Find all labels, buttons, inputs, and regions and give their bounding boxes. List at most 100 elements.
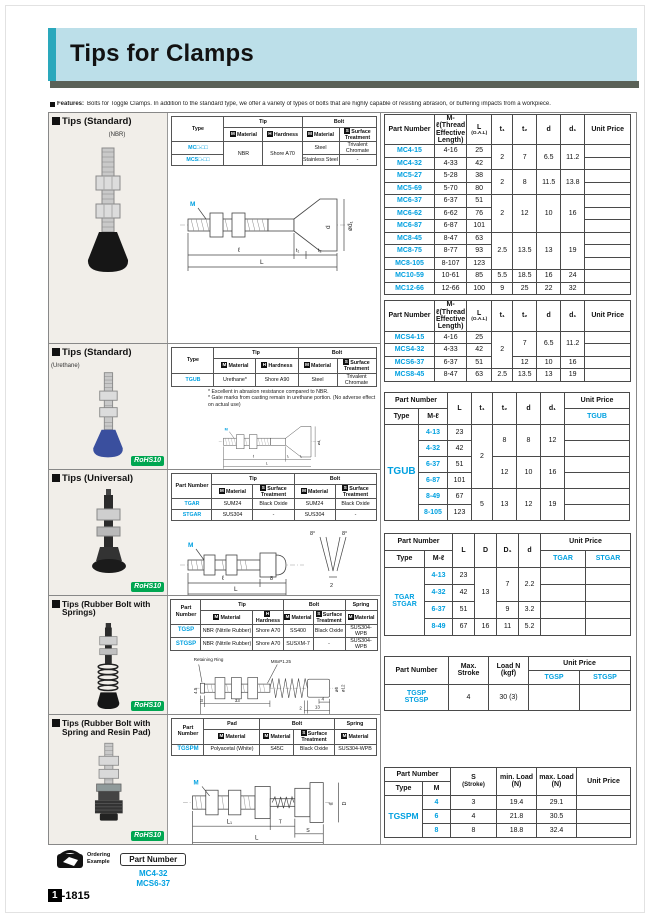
part-number-cell[interactable]: 6-37: [424, 600, 453, 619]
part-number-cell[interactable]: MC6-87: [384, 219, 435, 233]
dim-cell: 23: [452, 566, 475, 585]
part-number-cell[interactable]: 4-32: [424, 583, 453, 602]
part-number-cell[interactable]: MC5-69: [384, 181, 435, 196]
header-cell[interactable]: TGAR: [540, 549, 586, 568]
part-number-cell[interactable]: 4: [422, 794, 451, 810]
surface-icon: S: [343, 359, 350, 366]
type-cell[interactable]: TGUB: [384, 423, 419, 521]
dim-label: D: [342, 801, 348, 805]
part-number-cell[interactable]: 6-37: [418, 455, 448, 473]
page-number-volume: 1: [48, 889, 62, 902]
part-number-cell[interactable]: MCS6-37: [384, 355, 435, 370]
unit-price-cell: [564, 487, 630, 505]
part-number-cell[interactable]: 4-13: [424, 566, 453, 585]
part-number-cell[interactable]: MCS4-15: [384, 330, 435, 345]
type-cell[interactable]: STGAR: [171, 509, 213, 522]
type-cell[interactable]: TGSPM: [171, 743, 205, 756]
part-number-cell[interactable]: MC8-75: [384, 244, 435, 258]
spec-cell: Trivalent Chromate: [338, 141, 377, 156]
part-number-cell[interactable]: 6: [422, 808, 451, 824]
part-number-cell[interactable]: MC6-62: [384, 206, 435, 221]
unit-price-cell: [540, 583, 586, 602]
dim-cell: 5.2: [518, 617, 541, 636]
dim-cell: 3.2: [518, 600, 541, 619]
dim-cell: 9: [496, 600, 519, 619]
dim-cell: 11: [496, 617, 519, 636]
type-cell[interactable]: MC□-□□: [171, 141, 225, 156]
part-number-cell[interactable]: 8-49: [418, 487, 448, 505]
dim-cell: 8-107: [433, 256, 468, 271]
page-frame: [5, 5, 645, 913]
part-number-cell[interactable]: MC4-32: [384, 156, 435, 171]
header-cell[interactable]: STGSP: [579, 669, 631, 685]
part-number-cell[interactable]: MC12-66: [384, 281, 435, 296]
part-number-cell[interactable]: MC8-45: [384, 231, 435, 246]
type-cell[interactable]: TGSP: [170, 623, 202, 638]
dim-cell: 3: [450, 794, 497, 810]
part-number-cell[interactable]: 4-32: [418, 439, 448, 457]
unit-price-cell: [584, 144, 632, 158]
section-tips-universal: Tips (Universal) RoHS10 Part Number: [49, 470, 380, 596]
unit-price-cell: [564, 503, 630, 521]
section3-left: Tips (Universal) RoHS10: [49, 470, 168, 595]
type-cell[interactable]: TGAR: [171, 498, 213, 511]
part-number-cell[interactable]: 4-13: [418, 423, 448, 441]
type-cell[interactable]: MCS□-□□: [171, 154, 225, 167]
dim-cell: 13.5: [512, 231, 538, 271]
ordering-example-part[interactable]: MC4-32: [139, 869, 168, 878]
header-cell[interactable]: TGSP: [528, 669, 580, 685]
dim-cell: 123: [466, 256, 493, 271]
part-number-cell[interactable]: MC4-15: [384, 144, 435, 158]
header-cell: Type: [384, 780, 423, 796]
part-number-cell[interactable]: 8: [422, 822, 451, 838]
dim-label: t₂: [318, 248, 322, 254]
unit-price-cell: [585, 617, 631, 636]
part-number-cell[interactable]: MCS8-45: [384, 368, 435, 382]
section4-left: Tips (Rubber Bolt with Springs) RoHS10: [49, 595, 168, 715]
note-line: * Excellent in abrasion resistance compa…: [208, 388, 329, 395]
part-number-cell[interactable]: 8-49: [424, 617, 453, 636]
dim-cell: 18.8: [496, 822, 537, 838]
dimension-drawing-tgsp: Retaining Ring M8xP1.25 4.5 3 33 4 2 13 …: [193, 657, 345, 715]
part-number-cell[interactable]: MC10-59: [384, 269, 435, 283]
part-number-cell[interactable]: MC6-37: [384, 194, 435, 208]
material-icon: M: [284, 613, 291, 620]
part-number-cell[interactable]: MCS4-32: [384, 343, 435, 357]
header-cell[interactable]: TGUB: [564, 407, 630, 425]
section4-heading-text: Tips (Rubber Bolt with Springs): [62, 598, 151, 618]
ordering-example-part[interactable]: MCS6-37: [136, 879, 171, 888]
dim-cell: 51: [452, 600, 475, 619]
dim-cell: 2: [471, 423, 493, 489]
dim-cell: 123: [447, 503, 472, 521]
dim-cell: 16: [560, 355, 586, 370]
type-cell[interactable]: TGUB: [171, 372, 215, 387]
dim-cell: 51: [447, 455, 472, 473]
dim-cell: 22: [536, 281, 562, 296]
unit-price-cell: [540, 600, 586, 619]
dim-cell: 5.5: [491, 269, 514, 283]
unit-price-cell: [540, 566, 586, 585]
part-number-cell[interactable]: MC5-27: [384, 169, 435, 183]
header-cell[interactable]: STGAR: [585, 549, 631, 568]
dim-cell: 8: [450, 822, 497, 838]
dim-cell: 13.8: [560, 169, 586, 196]
type-cell[interactable]: STGSP: [170, 636, 202, 652]
part-number-cell[interactable]: MC8-105: [384, 256, 435, 271]
dim-cell: 10: [516, 455, 541, 489]
header-cell: Tip: [200, 598, 284, 611]
part-number-cell[interactable]: 8-105: [418, 503, 448, 521]
dim-label: 8: [270, 576, 273, 582]
type-cell[interactable]: TGSPM: [384, 794, 423, 838]
part-number-cell[interactable]: 6-87: [418, 471, 448, 489]
dim-cell: 101: [447, 471, 472, 489]
header-cell: d₁: [540, 391, 565, 425]
dim-label: T: [279, 819, 283, 825]
spec-cell: Shore A70: [252, 623, 284, 638]
